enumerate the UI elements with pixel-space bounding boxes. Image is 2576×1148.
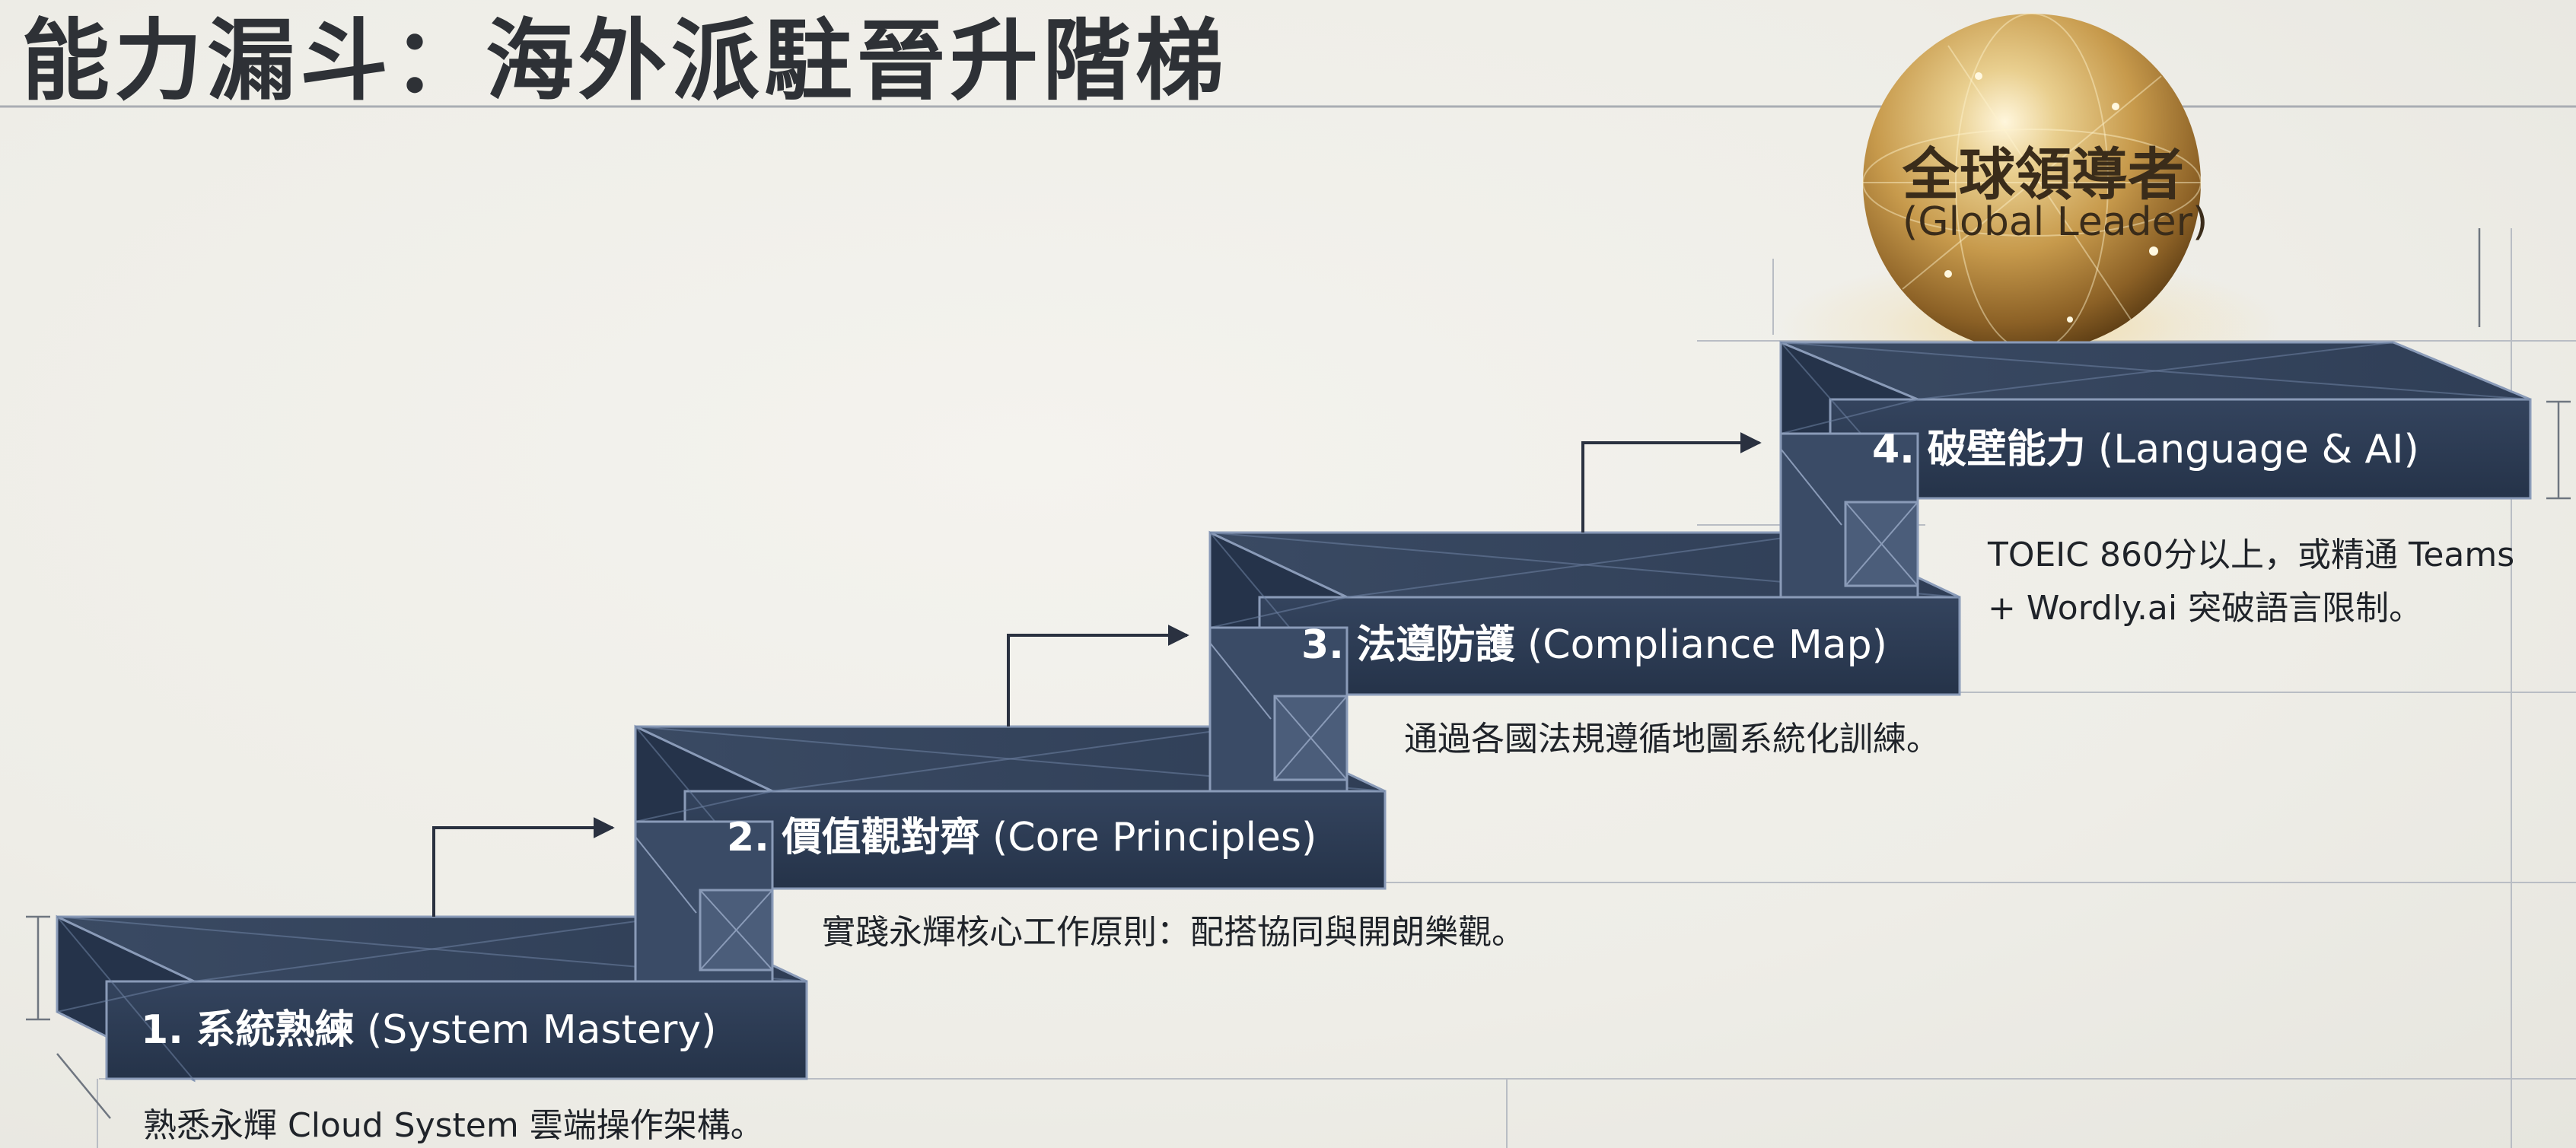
arrow-1-to-2 — [432, 817, 615, 917]
step-title-zh: 系統熟練 — [196, 1007, 355, 1053]
step-description-1: 熟悉永輝 Cloud System 雲端操作架構。 — [143, 1106, 764, 1145]
step-title-en: (Compliance Map) — [1527, 622, 1887, 668]
step-number: 2. — [727, 815, 769, 860]
step-description-4-line1: TOEIC 860分以上，或精通 Teams — [1988, 536, 2515, 574]
goal-title: 全球領導者 — [1903, 142, 2184, 208]
step-description-2: 實踐永輝核心工作原則：配搭協同與開朗樂觀。 — [822, 913, 1525, 952]
step-number: 3. — [1301, 622, 1344, 668]
step-label-4: 4. 破壁能力 (Language & AI) — [1872, 430, 2419, 469]
step-title-zh: 法遵防護 — [1356, 622, 1515, 668]
step-title-zh: 價值觀對齊 — [782, 815, 980, 860]
step-title-zh: 破壁能力 — [1927, 427, 2086, 472]
step-number: 4. — [1872, 427, 1915, 472]
progress-arrows — [432, 432, 1762, 917]
dimension-marks — [26, 228, 2571, 1119]
step-label-1: 1. 系統熟練 (System Mastery) — [141, 1010, 716, 1050]
step-title-en: (Core Principles) — [992, 815, 1317, 860]
step-support-3 — [1208, 626, 1348, 793]
arrow-3-to-4 — [1581, 432, 1762, 533]
step-title-en: (System Mastery) — [367, 1007, 717, 1053]
goal-subtitle: (Global Leader) — [1903, 199, 2208, 245]
step-title-en: (Language & AI) — [2098, 427, 2419, 472]
step-label-3: 3. 法遵防護 (Compliance Map) — [1301, 625, 1887, 665]
step-support-4 — [1779, 432, 1919, 599]
arrow-2-to-3 — [1007, 625, 1189, 727]
step-label-2: 2. 價值觀對齊 (Core Principles) — [727, 818, 1317, 857]
step-description-4-line2: + Wordly.ai 突破語言限制。 — [1988, 589, 2423, 628]
step-number: 1. — [141, 1007, 183, 1053]
step-block-3 — [1208, 530, 1961, 698]
page-title: 能力漏斗：海外派駐晉升階梯 — [21, 10, 1228, 113]
step-description-3: 通過各國法規遵循地圖系統化訓練。 — [1404, 720, 1940, 758]
step-block-1 — [56, 914, 808, 1083]
step-support-2 — [634, 820, 774, 983]
